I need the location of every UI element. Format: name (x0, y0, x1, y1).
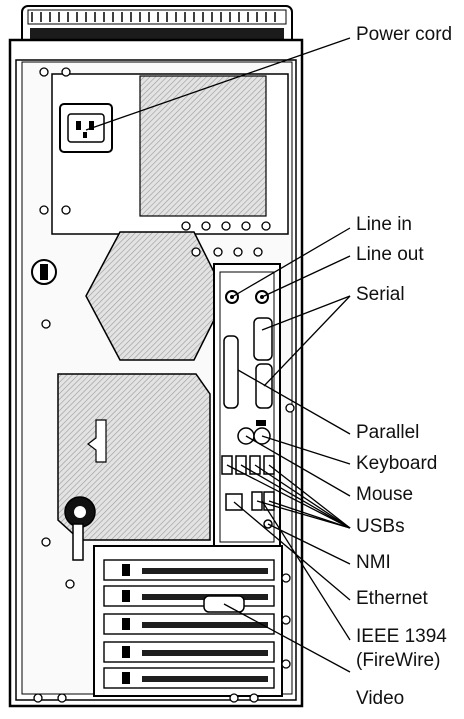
mounting-hole (281, 573, 291, 583)
mounting-hole (57, 693, 67, 703)
mounting-hole (181, 221, 191, 231)
label-video: Video (356, 688, 405, 709)
label-line-in: Line in (356, 214, 412, 235)
expansion-slots (93, 545, 283, 697)
fan-vent (85, 231, 227, 361)
label-firewire: (FireWire) (356, 650, 441, 671)
mounting-hole (65, 579, 75, 589)
mounting-hole (253, 247, 263, 257)
mounting-hole (221, 221, 231, 231)
label-nmi: NMI (356, 552, 391, 573)
mounting-hole (233, 247, 243, 257)
label-parallel: Parallel (356, 422, 420, 443)
mounting-hole (229, 693, 239, 703)
mounting-hole (281, 615, 291, 625)
label-ieee1394: IEEE 1394 (356, 626, 447, 647)
label-power-cord: Power cord (356, 24, 453, 45)
label-line-out: Line out (356, 244, 424, 265)
expansion-slot (103, 667, 275, 689)
expansion-slot (103, 613, 275, 635)
io-panel (213, 263, 281, 551)
label-usbs: USBs (356, 516, 405, 537)
expansion-slot (103, 585, 275, 607)
mounting-hole (285, 403, 295, 413)
mounting-holes (33, 67, 295, 703)
expansion-slot (103, 559, 275, 581)
mounting-hole (249, 693, 259, 703)
mounting-hole (191, 247, 201, 257)
mounting-hole (33, 693, 43, 703)
mounting-hole (39, 67, 49, 77)
leader-lines (85, 37, 351, 673)
mounting-hole (61, 205, 71, 215)
mounting-hole (61, 67, 71, 77)
label-mouse: Mouse (356, 484, 414, 505)
power-supply (51, 73, 289, 235)
mounting-hole (281, 659, 291, 669)
mounting-hole (201, 221, 211, 231)
mounting-hole (261, 221, 271, 231)
mounting-hole (213, 247, 223, 257)
padlock-loop (31, 259, 96, 561)
label-serial: Serial (356, 284, 405, 305)
label-ethernet: Ethernet (356, 588, 428, 609)
lower-vent (57, 373, 211, 541)
mounting-hole (241, 221, 251, 231)
mounting-hole (39, 205, 49, 215)
mounting-hole (41, 537, 51, 547)
label-keyboard: Keyboard (356, 453, 438, 474)
expansion-slot (103, 641, 275, 663)
mounting-hole (41, 319, 51, 329)
